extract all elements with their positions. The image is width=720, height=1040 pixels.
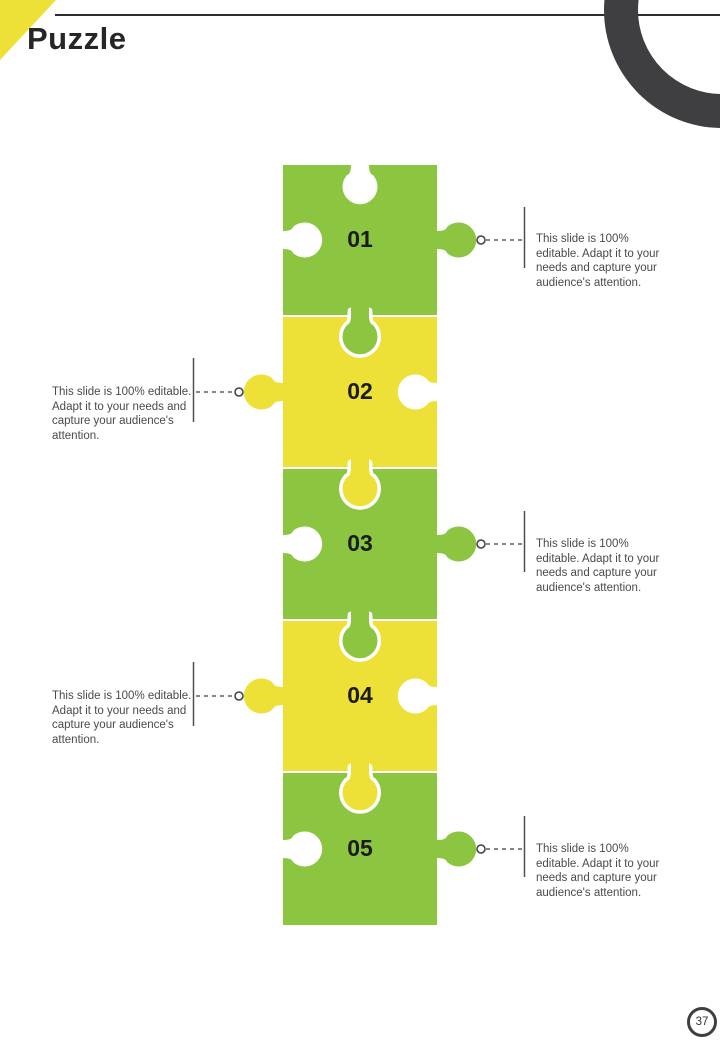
piece-number-02[interactable]: 02 [347,378,373,404]
piece-03-right-knob [437,526,477,562]
description-03[interactable]: This slide is 100% editable. Adapt it to… [536,538,660,595]
description-04[interactable]: This slide is 100% editable. Adapt it to… [52,690,192,747]
piece-number-05[interactable]: 05 [347,835,373,861]
description-02[interactable]: This slide is 100% editable. Adapt it to… [52,386,192,443]
piece-number-03[interactable]: 03 [347,530,373,556]
ring-circle [604,0,720,128]
piece-05-right-knob [437,831,477,867]
page-title: Puzzle [27,21,127,56]
corner-triangle-decoration [0,0,56,60]
ring-decoration [604,0,720,128]
header-divider-line [55,14,720,16]
piece-number-01[interactable]: 01 [347,226,373,252]
piece-04-left-knob [243,678,283,714]
connector-dot-icon [476,235,486,245]
connector-dot-icon [476,844,486,854]
piece-02-left-knob [243,374,283,410]
connector-dot-icon [234,691,244,701]
connector-dot-icon [476,539,486,549]
connector-dot-icon [234,387,244,397]
description-01[interactable]: This slide is 100% editable. Adapt it to… [536,233,660,290]
description-05[interactable]: This slide is 100% editable. Adapt it to… [536,843,660,900]
piece-01-right-knob [437,222,477,258]
page-number-badge: 37 [687,1007,717,1037]
piece-number-04[interactable]: 04 [347,682,373,708]
